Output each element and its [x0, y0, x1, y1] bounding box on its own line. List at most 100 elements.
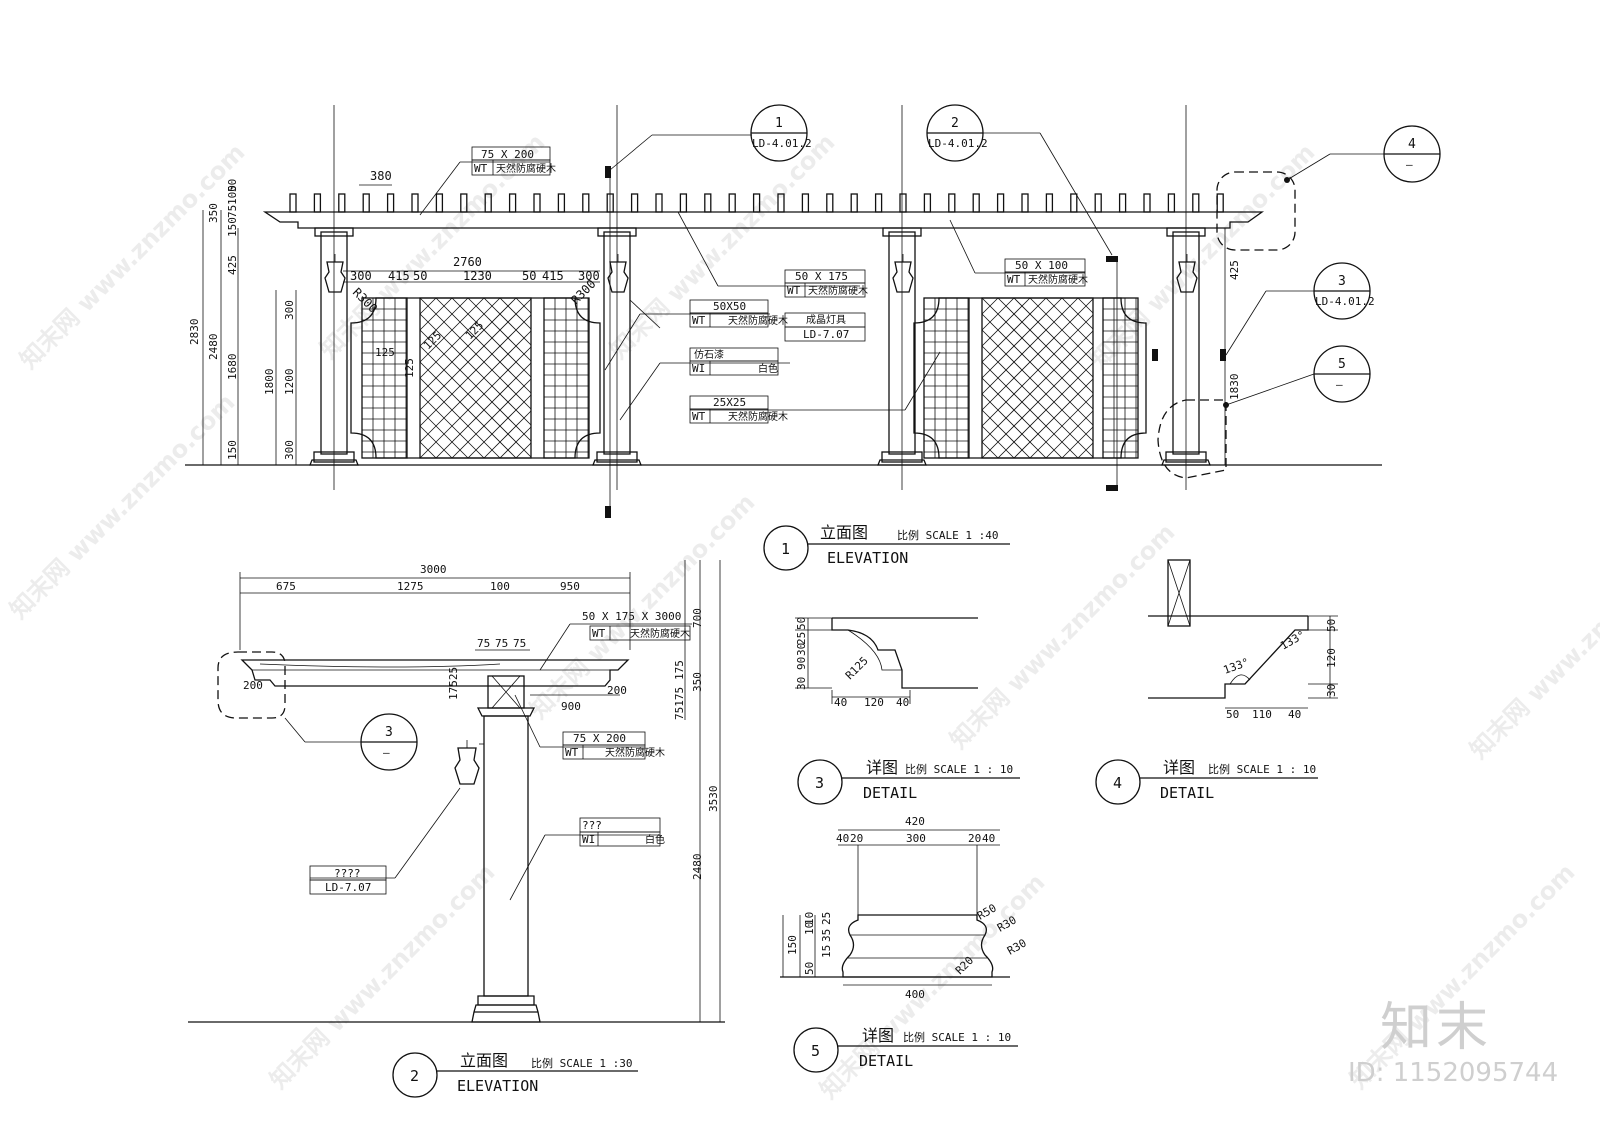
- svg-text:WT: WT: [1007, 273, 1021, 286]
- dim-label: 2480: [207, 334, 220, 361]
- svg-text:WT: WT: [692, 314, 706, 327]
- dim-label: 380: [370, 169, 392, 183]
- rafter-end: [1021, 193, 1029, 213]
- svg-text:WT: WT: [565, 746, 579, 759]
- rafter-end: [1118, 193, 1127, 213]
- material-callout: 仿石漆 WI 白色: [619, 347, 790, 421]
- svg-text:WT: WT: [474, 162, 488, 175]
- svg-text:25X25: 25X25: [713, 396, 746, 409]
- dim-label: 425: [1228, 260, 1241, 280]
- svg-text:白色: 白色: [645, 833, 665, 846]
- svg-text:400: 400: [905, 988, 925, 1001]
- dim-label: 700: [691, 608, 704, 628]
- svg-text:40: 40: [982, 832, 995, 845]
- svg-text:—: —: [1336, 378, 1343, 391]
- square-lattice: [923, 297, 970, 459]
- svg-text:LD-4.01.2: LD-4.01.2: [928, 137, 988, 150]
- rafter-end: [1045, 193, 1054, 213]
- square-lattice: [543, 297, 590, 459]
- svg-text:420: 420: [905, 815, 925, 828]
- rafter-end: [1167, 193, 1176, 213]
- watermark-text: 知末网 www.znzmo.com: [524, 488, 760, 724]
- svg-text:10: 10: [803, 912, 816, 925]
- section-cut-marker: [982, 132, 1118, 491]
- rafter-end: [484, 193, 492, 213]
- svg-text:白色: 白色: [758, 362, 778, 375]
- elevation-2: 3000 675 1275 100 950 75 75 75 200 200 9…: [188, 560, 725, 1098]
- rafter-end: [948, 193, 956, 213]
- dimension-lines: [782, 829, 1000, 986]
- material-callout: 50 X 175 WT 天然防腐硬木: [677, 211, 868, 298]
- svg-text:DETAIL: DETAIL: [859, 1052, 913, 1070]
- dim-label: 75175: [673, 687, 686, 720]
- dim-label: 50: [226, 179, 239, 192]
- svg-text:1: 1: [775, 116, 783, 131]
- svg-text:50 X 175 X 3000: 50 X 175 X 3000: [582, 610, 681, 623]
- svg-text:30: 30: [1325, 684, 1338, 697]
- lantern-icon: [324, 254, 346, 293]
- svg-text:5: 5: [1338, 357, 1346, 372]
- section-bubble: 2 LD-4.01.2: [926, 104, 988, 162]
- svg-text:比例 SCALE 1 : 10: 比例 SCALE 1 : 10: [1208, 762, 1316, 776]
- svg-text:天然防腐硬木: 天然防腐硬木: [728, 314, 788, 327]
- rafter-end: [1094, 193, 1102, 213]
- section-bubble: 1 LD-4.01.2: [750, 104, 812, 162]
- svg-text:25: 25: [820, 912, 833, 925]
- dim-label: 75: [495, 637, 508, 650]
- dim-label: 1680: [226, 354, 239, 381]
- dim-label: 125: [375, 346, 395, 359]
- top-beam: [262, 211, 1265, 229]
- rafter-end: [582, 193, 590, 213]
- dim-label: 17525: [447, 667, 460, 700]
- svg-text:立面图: 立面图: [820, 523, 868, 542]
- svg-text:天然防腐硬木: 天然防腐硬木: [728, 410, 788, 423]
- dim-label: 350: [691, 672, 704, 692]
- svg-text:30: 30: [795, 677, 808, 690]
- svg-text:仿石漆: 仿石漆: [694, 348, 724, 361]
- lantern-icon: [607, 254, 629, 293]
- dim-label: 50: [522, 269, 536, 283]
- svg-text:WI: WI: [582, 833, 595, 846]
- rafter-end: [386, 193, 395, 213]
- svg-text:立面图: 立面图: [460, 1051, 508, 1070]
- section-bubble: 3 —: [284, 713, 418, 771]
- dim-label: 175: [673, 660, 686, 680]
- svg-text:110: 110: [1252, 708, 1272, 721]
- dim-label: 300: [578, 269, 600, 283]
- dim-label: 100: [226, 185, 239, 205]
- dim-label: 425: [226, 255, 239, 275]
- svg-text:比例 SCALE 1 : 10: 比例 SCALE 1 : 10: [903, 1030, 1011, 1044]
- dim-label: 200: [607, 684, 627, 697]
- svg-text:20: 20: [850, 832, 863, 845]
- rafter-end: [435, 193, 444, 213]
- svg-text:40: 40: [1288, 708, 1301, 721]
- rafter-end: [289, 193, 297, 213]
- detail-4: 50 120 30 133° 133° 50 110 40 4 详图 比例 SC…: [1095, 559, 1338, 805]
- drawing-title: 5 详图 比例 SCALE 1 : 10 DETAIL: [793, 1026, 1018, 1073]
- dim-label: 125: [403, 358, 416, 378]
- svg-text:50: 50: [803, 962, 816, 975]
- svg-text:DETAIL: DETAIL: [1160, 784, 1214, 802]
- rafter-end: [777, 193, 785, 213]
- svg-text:—: —: [1406, 158, 1413, 171]
- svg-text:3: 3: [1338, 274, 1346, 289]
- svg-text:133°: 133°: [1278, 628, 1307, 653]
- rafter-end: [704, 193, 712, 213]
- detail-boundary: [217, 651, 286, 719]
- detail-bubble: 5 —: [1157, 345, 1371, 479]
- dimension-lines: [239, 560, 721, 1022]
- rafter-end: [850, 193, 858, 213]
- drawing-title: 2 立面图 比例 SCALE 1 :30 ELEVATION: [392, 1051, 638, 1098]
- svg-text:LD-7.07: LD-7.07: [325, 881, 371, 894]
- svg-text:详图: 详图: [1163, 758, 1195, 777]
- rafter-end: [826, 193, 834, 213]
- svg-text:3: 3: [815, 774, 824, 792]
- svg-text:4: 4: [1408, 137, 1416, 152]
- svg-text:R30: R30: [1005, 936, 1029, 957]
- svg-text:详图: 详图: [862, 1026, 894, 1045]
- svg-text:比例 SCALE 1 :30: 比例 SCALE 1 :30: [531, 1056, 632, 1070]
- post: [483, 715, 529, 997]
- section-cut-marker: [605, 134, 752, 518]
- lamp-callout: ???? LD-7.07: [309, 787, 461, 895]
